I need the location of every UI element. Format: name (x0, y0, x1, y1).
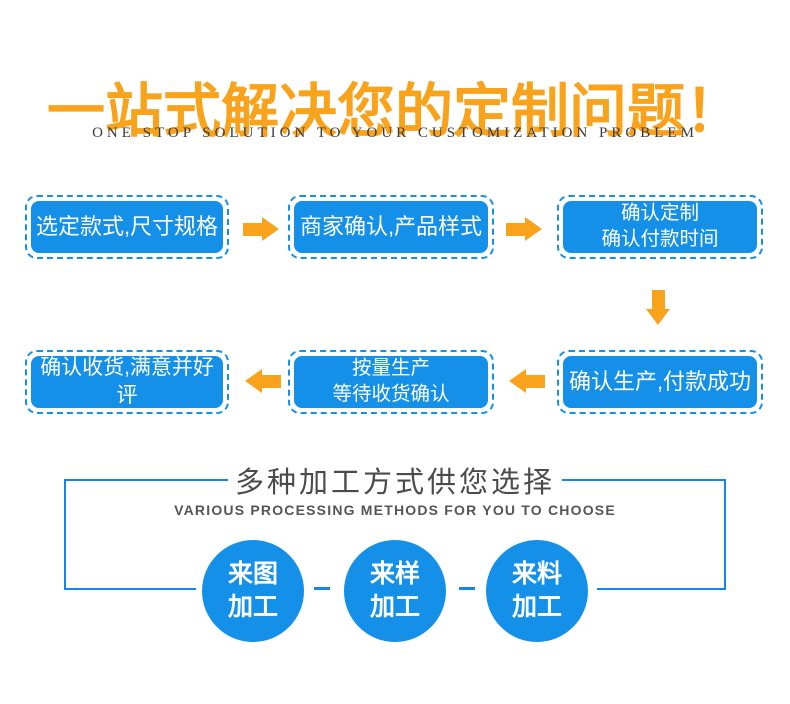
frame-top-right-line (562, 479, 726, 481)
frame-top-left-line (64, 479, 228, 481)
method-circle-drawing-label: 来图 加工 (227, 560, 278, 621)
processing-section-subtitle: VARIOUS PROCESSING METHODS FOR YOU TO CH… (174, 502, 616, 518)
flow-step-1-label: 选定款式,尺寸规格 (31, 201, 223, 253)
flow-step-1: 选定款式,尺寸规格 (25, 195, 229, 259)
flow-arrow-right-icon-2 (506, 217, 542, 241)
flow-step-4-label: 确认生产,付款成功 (563, 356, 757, 408)
frame-dash-2 (459, 587, 475, 590)
frame-left-line (64, 479, 66, 590)
frame-right-line (724, 479, 726, 590)
flow-step-2-label: 商家确认,产品样式 (294, 201, 488, 253)
flow-arrow-down-icon (646, 290, 670, 325)
flow-arrow-left-icon-2 (509, 369, 545, 393)
method-circle-material-label: 来料 加工 (511, 560, 562, 621)
page-subtitle: ONE STOP SOLUTION TO YOUR CUSTOMIZATION … (92, 125, 698, 141)
method-circle-material: 来料 加工 (486, 540, 588, 642)
method-circle-sample: 来样 加工 (344, 540, 446, 642)
flow-arrow-right-icon-1 (243, 217, 279, 241)
flow-step-6: 确认收货,满意并好评 (25, 350, 229, 414)
frame-dash-1 (314, 587, 330, 590)
frame-bottom-right-line (597, 588, 726, 590)
flow-step-3: 确认定制 确认付款时间 (557, 195, 763, 259)
processing-section-title: 多种加工方式供您选择 (234, 467, 555, 499)
page-title: 一站式解决您的定制问题！ (46, 78, 743, 144)
flow-step-4: 确认生产,付款成功 (557, 350, 763, 414)
flow-step-5: 按量生产 等待收货确认 (288, 350, 494, 414)
method-circle-drawing: 来图 加工 (202, 540, 304, 642)
flow-step-3-label: 确认定制 确认付款时间 (563, 201, 757, 253)
flow-step-6-label: 确认收货,满意并好评 (31, 356, 223, 408)
frame-bottom-left-line (64, 588, 196, 590)
flow-arrow-left-icon-1 (245, 369, 281, 393)
flow-step-5-label: 按量生产 等待收货确认 (294, 356, 488, 408)
flow-step-2: 商家确认,产品样式 (288, 195, 494, 259)
method-circle-sample-label: 来样 加工 (369, 560, 420, 621)
